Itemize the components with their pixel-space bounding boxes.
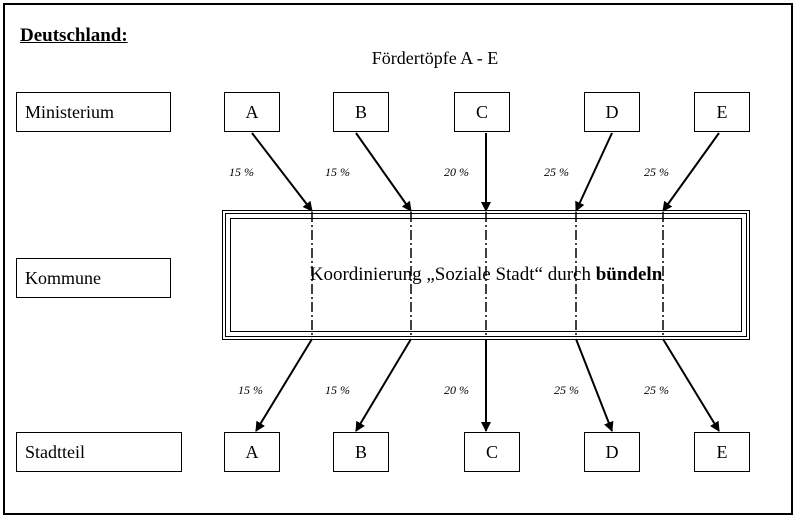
arrow-top-e bbox=[662, 132, 720, 212]
arrow-top-a bbox=[251, 132, 313, 212]
top-box-a: A bbox=[224, 92, 280, 132]
arrow-bottom-d bbox=[575, 338, 614, 432]
top-percent-c: 20 % bbox=[444, 165, 469, 179]
arrow-bottom-b bbox=[355, 338, 412, 432]
top-box-c: C bbox=[454, 92, 510, 132]
bottom-percent-c: 20 % bbox=[444, 383, 469, 397]
top-box-b: B bbox=[333, 92, 389, 132]
coordination-text: Koordinierung „Soziale Stadt“ durch bünd… bbox=[309, 264, 663, 285]
top-percent-e: 25 % bbox=[644, 165, 669, 179]
diagram-frame bbox=[3, 3, 793, 515]
bottom-percent-d: 25 % bbox=[554, 383, 579, 397]
row-label-stadtteil: Stadtteil bbox=[16, 432, 182, 472]
arrow-top-d bbox=[575, 132, 613, 212]
bottom-box-e: E bbox=[694, 432, 750, 472]
bottom-box-b: B bbox=[333, 432, 389, 472]
bottom-percent-e: 25 % bbox=[644, 383, 669, 397]
diagram-subtitle: Fördertöpfe A - E bbox=[371, 48, 499, 68]
diagram-title: Deutschland: bbox=[20, 25, 128, 46]
bottom-percent-b: 15 % bbox=[325, 383, 350, 397]
top-box-d: D bbox=[584, 92, 640, 132]
bottom-box-d: D bbox=[584, 432, 640, 472]
row-label-kommune: Kommune bbox=[16, 258, 171, 298]
arrow-bottom-a bbox=[255, 338, 313, 432]
arrow-bottom-e bbox=[662, 338, 720, 432]
top-percent-d: 25 % bbox=[544, 165, 569, 179]
bottom-box-a: A bbox=[224, 432, 280, 472]
row-label-ministerium: Ministerium bbox=[16, 92, 171, 132]
top-percent-b: 15 % bbox=[325, 165, 350, 179]
bottom-percent-a: 15 % bbox=[238, 383, 263, 397]
arrow-top-b bbox=[355, 132, 412, 212]
top-percent-a: 15 % bbox=[229, 165, 254, 179]
bottom-box-c: C bbox=[464, 432, 520, 472]
top-box-e: E bbox=[694, 92, 750, 132]
